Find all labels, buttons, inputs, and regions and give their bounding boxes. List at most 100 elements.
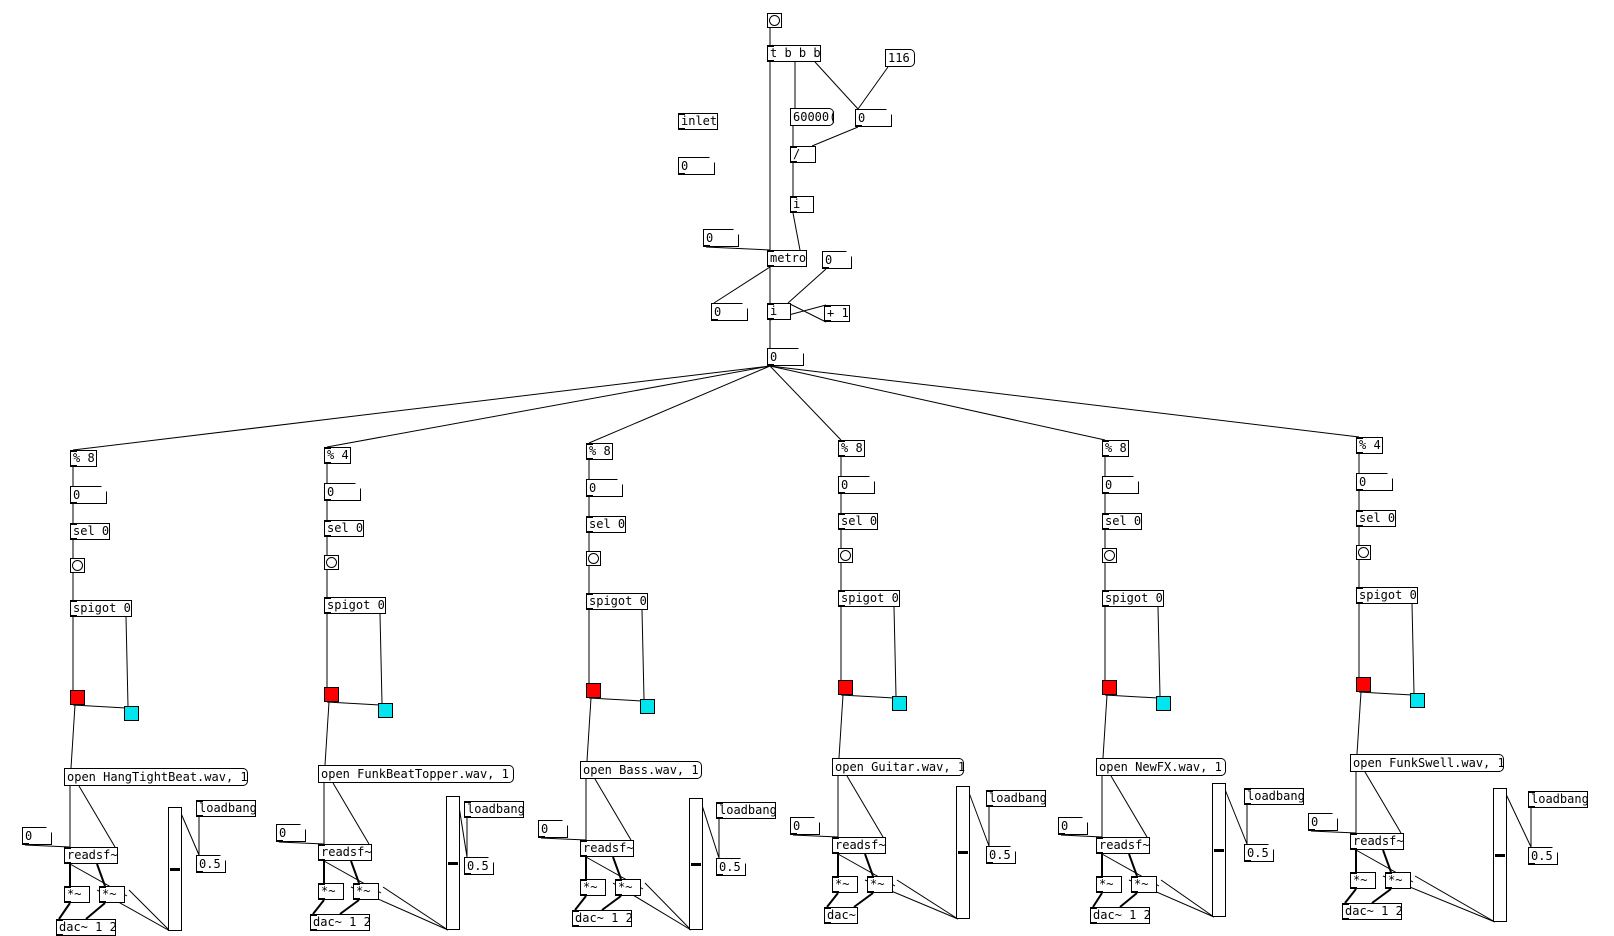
track-6-mul-right[interactable]: *~ (1385, 872, 1411, 889)
track-5-play-toggle[interactable] (1156, 696, 1171, 711)
track-1-loadbang[interactable]: loadbang (196, 800, 257, 817)
track-6-readsf[interactable]: readsf~ (1350, 833, 1404, 850)
track-4-mod[interactable]: % 8 (838, 440, 865, 457)
track-1-readsf[interactable]: readsf~ (64, 847, 118, 864)
track-5-volume-slider[interactable] (1212, 783, 1226, 917)
track-4-spigot[interactable]: spigot 0 (838, 590, 900, 607)
track-1-start-number[interactable]: 0 (22, 827, 52, 845)
track-2-mul-left[interactable]: *~ (318, 883, 344, 900)
track-3-loadbang[interactable]: loadbang (716, 802, 777, 819)
track-3-readsf[interactable]: readsf~ (580, 840, 634, 857)
track-6-play-toggle[interactable] (1410, 693, 1425, 708)
stop-number[interactable]: 0 (711, 303, 748, 321)
track-1-number[interactable]: 0 (70, 486, 107, 504)
start-bang[interactable] (767, 13, 782, 28)
track-4-play-toggle[interactable] (892, 696, 907, 711)
track-3-slider-knob[interactable] (691, 863, 701, 866)
divide-object[interactable]: / (790, 146, 816, 163)
track-2-play-toggle[interactable] (378, 703, 393, 718)
counter-out-number[interactable]: 0 (767, 348, 804, 366)
track-5-sel[interactable]: sel 0 (1102, 513, 1142, 530)
track-5-open-message[interactable]: open NewFX.wav, 1 (1096, 758, 1226, 776)
track-4-mul-left[interactable]: *~ (832, 876, 858, 893)
track-3-sel[interactable]: sel 0 (586, 516, 626, 533)
track-2-bang[interactable] (324, 555, 339, 570)
track-6-sel[interactable]: sel 0 (1356, 510, 1396, 527)
track-6-open-message[interactable]: open FunkSwell.wav, 1 (1350, 754, 1505, 772)
track-6-mod[interactable]: % 4 (1356, 437, 1383, 454)
track-2-slider-knob[interactable] (448, 862, 458, 865)
track-3-mul-left[interactable]: *~ (580, 879, 606, 896)
track-1-mul-right[interactable]: *~ (99, 886, 125, 903)
track-1-open-message[interactable]: open HangTightBeat.wav, 1 (64, 768, 248, 786)
track-5-stop-toggle[interactable] (1102, 680, 1117, 695)
track-5-readsf[interactable]: readsf~ (1096, 837, 1150, 854)
track-6-slider-knob[interactable] (1495, 854, 1505, 857)
track-3-gain[interactable]: 0.5 (716, 858, 746, 876)
track-4-open-message[interactable]: open Guitar.wav, 1 (832, 758, 965, 776)
track-1-stop-toggle[interactable] (70, 690, 85, 705)
track-6-gain[interactable]: 0.5 (1528, 847, 1558, 865)
track-1-play-toggle[interactable] (124, 706, 139, 721)
track-5-bang[interactable] (1102, 548, 1117, 563)
inlet-object[interactable]: inlet (678, 113, 718, 130)
track-5-start-number[interactable]: 0 (1058, 817, 1088, 835)
track-3-start-number[interactable]: 0 (538, 820, 568, 838)
track-6-stop-toggle[interactable] (1356, 677, 1371, 692)
track-3-number[interactable]: 0 (586, 479, 623, 497)
track-4-start-number[interactable]: 0 (790, 817, 820, 835)
ms-per-minute-message[interactable]: 60000( (790, 108, 836, 126)
track-3-spigot[interactable]: spigot 0 (586, 593, 648, 610)
inlet-number[interactable]: 0 (678, 157, 715, 175)
track-1-slider-knob[interactable] (170, 868, 180, 871)
track-4-mul-right[interactable]: *~ (867, 876, 893, 893)
track-5-loadbang[interactable]: loadbang (1244, 788, 1305, 805)
track-4-bang[interactable] (838, 548, 853, 563)
track-4-gain[interactable]: 0.5 (986, 846, 1016, 864)
track-6-spigot[interactable]: spigot 0 (1356, 587, 1418, 604)
track-2-dac[interactable]: dac~ 1 2 (310, 914, 371, 931)
track-2-stop-toggle[interactable] (324, 687, 339, 702)
metro-left-number[interactable]: 0 (703, 229, 739, 247)
track-3-dac[interactable]: dac~ 1 2 (572, 910, 633, 927)
track-5-mul-right[interactable]: *~ (1131, 876, 1157, 893)
track-3-mul-right[interactable]: *~ (615, 879, 641, 896)
track-4-volume-slider[interactable] (956, 786, 970, 919)
track-4-stop-toggle[interactable] (838, 680, 853, 695)
track-4-number[interactable]: 0 (838, 476, 875, 494)
track-6-mul-left[interactable]: *~ (1350, 872, 1376, 889)
trigger-object[interactable]: t b b b (767, 45, 821, 62)
track-2-volume-slider[interactable] (446, 796, 460, 930)
track-5-mod[interactable]: % 8 (1102, 440, 1129, 457)
track-5-mul-left[interactable]: *~ (1096, 876, 1122, 893)
track-5-gain[interactable]: 0.5 (1244, 844, 1274, 862)
track-2-start-number[interactable]: 0 (276, 824, 306, 842)
tempo-store-number[interactable]: 0 (855, 109, 892, 127)
counter-int-object[interactable]: i (767, 303, 791, 320)
track-3-play-toggle[interactable] (640, 699, 655, 714)
track-2-loadbang[interactable]: loadbang (464, 801, 525, 818)
track-5-spigot[interactable]: spigot 0 (1102, 590, 1164, 607)
track-6-volume-slider[interactable] (1493, 788, 1507, 922)
track-1-mul-left[interactable]: *~ (64, 886, 90, 903)
track-2-open-message[interactable]: open FunkBeatTopper.wav, 1 (318, 765, 514, 783)
track-2-spigot[interactable]: spigot 0 (324, 597, 386, 614)
track-6-dac[interactable]: dac~ 1 2 (1342, 903, 1403, 920)
track-3-volume-slider[interactable] (689, 798, 703, 930)
track-1-sel[interactable]: sel 0 (70, 523, 110, 540)
track-2-readsf[interactable]: readsf~ (318, 844, 372, 861)
track-1-bang[interactable] (70, 558, 85, 573)
metro-object[interactable]: metro (767, 250, 807, 267)
track-1-gain[interactable]: 0.5 (196, 855, 226, 873)
track-5-slider-knob[interactable] (1214, 849, 1224, 852)
int-object[interactable]: i (790, 196, 814, 213)
track-2-gain[interactable]: 0.5 (464, 857, 494, 875)
track-4-sel[interactable]: sel 0 (838, 513, 878, 530)
track-4-slider-knob[interactable] (958, 851, 968, 854)
track-2-number[interactable]: 0 (324, 483, 361, 501)
track-2-mul-right[interactable]: *~ (353, 883, 379, 900)
track-6-bang[interactable] (1356, 545, 1371, 560)
reset-number[interactable]: 0 (822, 251, 852, 269)
track-2-sel[interactable]: sel 0 (324, 520, 364, 537)
